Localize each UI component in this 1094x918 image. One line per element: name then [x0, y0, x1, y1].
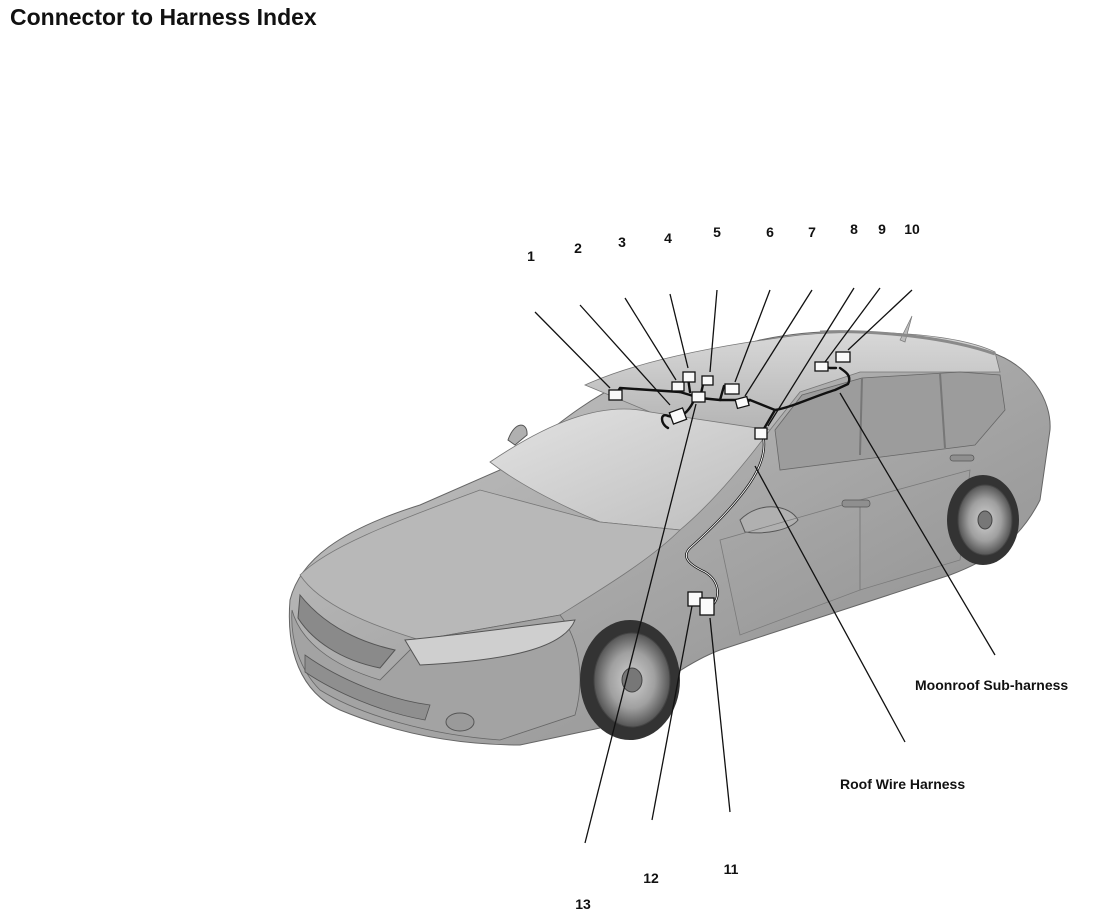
page-title: Connector to Harness Index	[10, 4, 317, 30]
callout-labels: 1 2 3 4 5 6 7 8 9 10 11 12 13	[527, 221, 920, 912]
connectors	[608, 351, 851, 616]
callout-4: 4	[664, 230, 672, 246]
callout-8: 8	[850, 221, 858, 237]
moonroof-sub-harness-label: Moonroof Sub-harness	[915, 677, 1068, 693]
callout-2: 2	[574, 240, 582, 256]
callout-9: 9	[878, 221, 886, 237]
callout-10: 10	[904, 221, 920, 237]
leader-lines	[534, 287, 996, 844]
callout-12: 12	[643, 870, 659, 886]
callout-1: 1	[527, 248, 535, 264]
callout-13: 13	[575, 896, 591, 912]
callout-3: 3	[618, 234, 626, 250]
callout-7: 7	[808, 224, 816, 240]
callout-11: 11	[724, 861, 739, 877]
callout-5: 5	[713, 224, 721, 240]
callout-6: 6	[766, 224, 774, 240]
roof-wire-harness-label: Roof Wire Harness	[840, 776, 965, 792]
car-illustration	[288, 315, 1051, 746]
